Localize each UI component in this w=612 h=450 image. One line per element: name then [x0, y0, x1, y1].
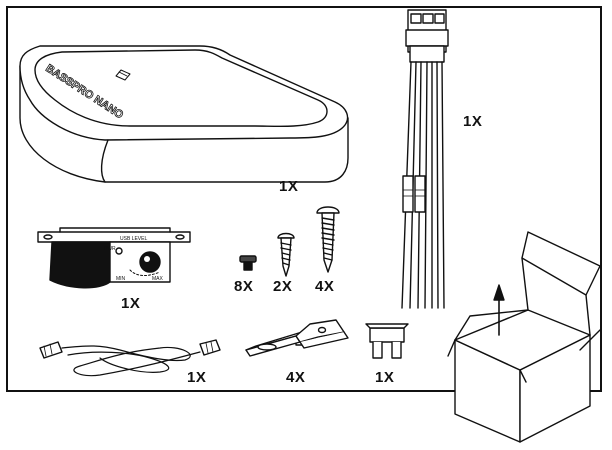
remote-min-label: MIN: [116, 276, 126, 282]
wire-harness-illustration: [401, 9, 449, 309]
open-box-illustration: [447, 231, 601, 443]
long-screw-illustration: [316, 206, 340, 273]
mounting-brackets-quantity: 4X: [286, 369, 306, 386]
wire-harness-quantity: 1X: [463, 113, 483, 130]
bolt-illustration: [239, 255, 257, 271]
arrow-up-icon: [493, 284, 505, 336]
short-screw-illustration: [277, 232, 295, 277]
remote-level-control-illustration: [37, 227, 191, 289]
long-screws-quantity: 4X: [315, 278, 335, 295]
fuse-illustration: [365, 323, 409, 359]
amplifier-illustration: [19, 45, 349, 183]
remote-level-title: USB LEVEL: [120, 236, 148, 242]
remote-pwr-label: PWR: [104, 246, 116, 252]
remote-max-label: MAX: [152, 276, 163, 282]
mounting-bracket-illustration: [245, 319, 349, 357]
package-contents-frame: [6, 6, 602, 392]
bolts-quantity: 8X: [234, 278, 254, 295]
amplifier-quantity: 1X: [279, 178, 299, 195]
rca-cable-quantity: 1X: [187, 369, 207, 386]
fuse-quantity: 1X: [375, 369, 395, 386]
remote-level-control-quantity: 1X: [121, 295, 141, 312]
rca-cable-illustration: [39, 339, 221, 377]
short-screws-quantity: 2X: [273, 278, 293, 295]
